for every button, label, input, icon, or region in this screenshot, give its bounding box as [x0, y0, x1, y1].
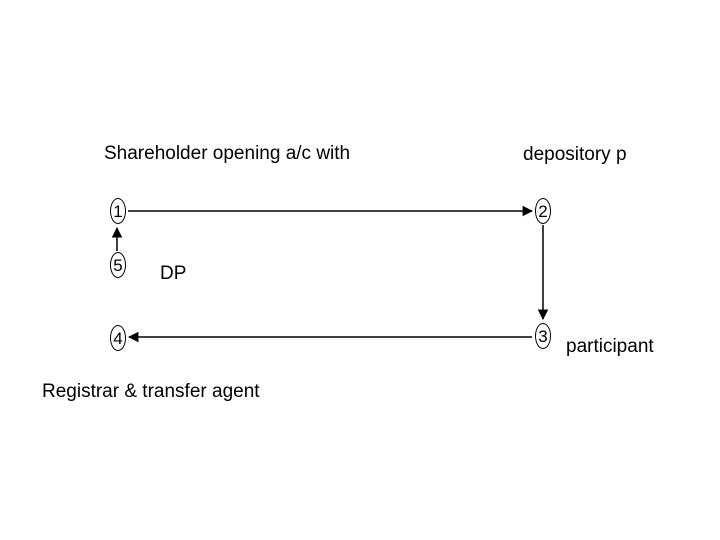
dp-label: DP [160, 263, 187, 284]
participant-label: participant [566, 336, 654, 357]
node-4-label: 4 [113, 328, 123, 348]
node-3-label: 3 [538, 326, 548, 346]
node-3: 3 [535, 323, 551, 349]
node-5-label: 5 [113, 255, 123, 275]
node-5: 5 [110, 252, 126, 278]
node-1: 1 [110, 198, 126, 224]
node-4: 4 [110, 325, 126, 351]
node-1-label: 1 [113, 201, 123, 221]
registrar-label: Registrar & transfer agent [42, 381, 260, 402]
node-2: 2 [535, 198, 551, 224]
node-2-label: 2 [538, 201, 548, 221]
depository-label: depository p [523, 144, 627, 165]
shareholder-label: Shareholder opening a/c with [104, 143, 351, 164]
